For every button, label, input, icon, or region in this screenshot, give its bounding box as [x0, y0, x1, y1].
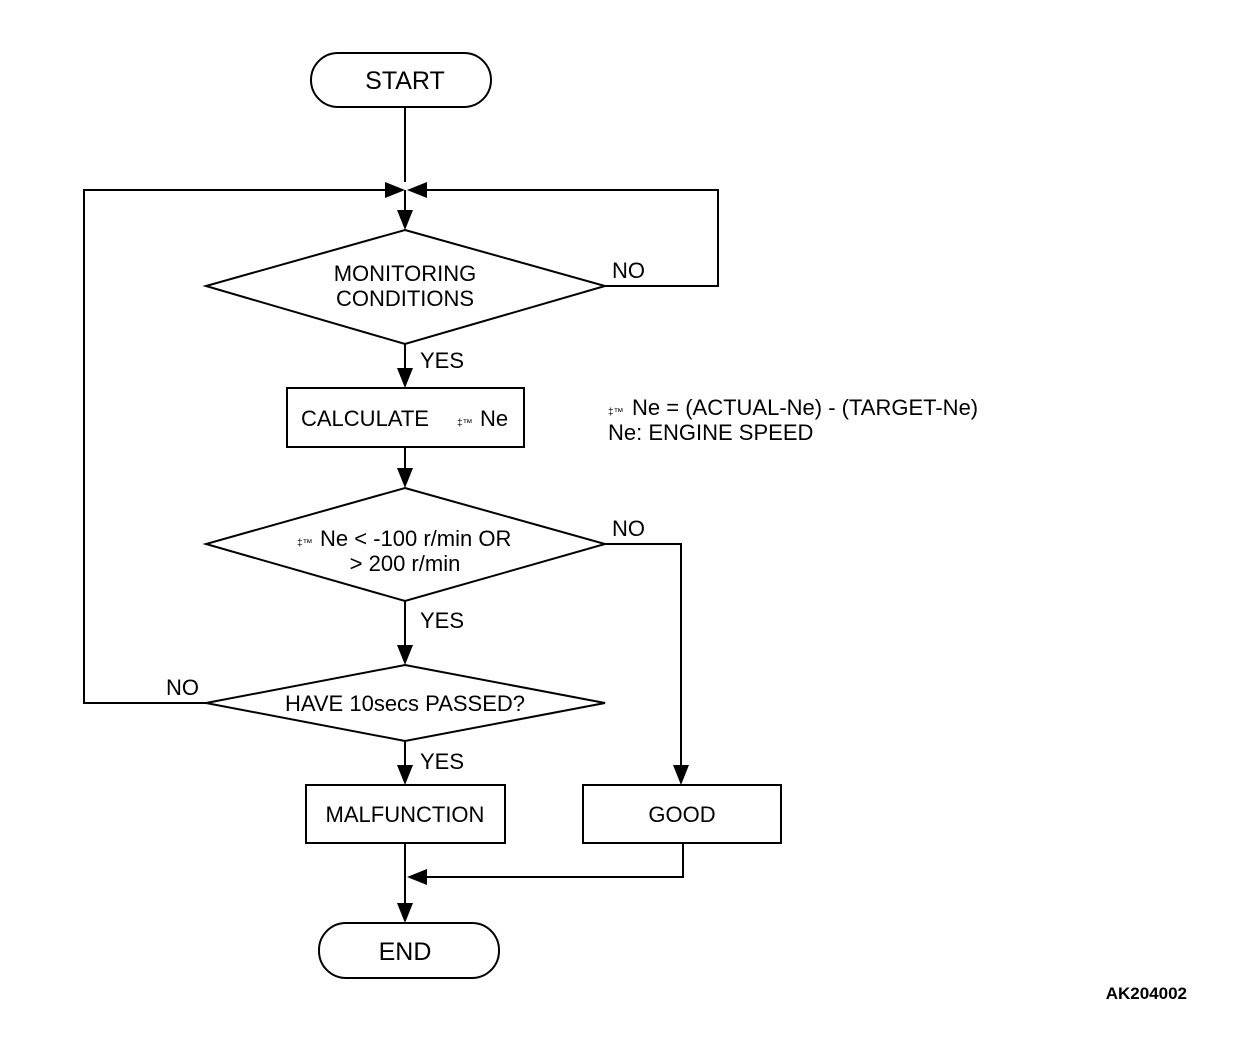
start-node: START: [310, 52, 492, 108]
monitoring-decision: MONITORING CONDITIONS: [202, 228, 609, 346]
passed-label: HAVE 10secs PASSED?: [285, 691, 525, 716]
definition-line: Ne: ENGINE SPEED: [608, 420, 813, 445]
malfunction-label: MALFUNCTION: [326, 802, 485, 827]
arrowhead-to-good: [673, 765, 689, 785]
compare-diamond: [202, 486, 609, 603]
arrowhead-to-calculate: [397, 368, 413, 388]
passed-decision: HAVE 10secs PASSED?: [205, 663, 606, 743]
arrowhead-to-passed: [397, 645, 413, 665]
formula-text: Ne = (ACTUAL-Ne) - (TARGET-Ne): [632, 395, 978, 420]
connector-good-end: [425, 843, 684, 878]
formula-note: ‡™ Ne = (ACTUAL-Ne) - (TARGET-Ne) Ne: EN…: [608, 395, 978, 445]
end-node: END: [318, 922, 500, 979]
compare-no-label: NO: [612, 516, 645, 541]
monitoring-label-line2: CONDITIONS: [336, 286, 474, 311]
compare-label-line2: > 200 r/min: [350, 551, 461, 576]
end-terminal: [318, 922, 500, 979]
calculate-prefix: CALCULATE: [301, 406, 429, 431]
passed-yes-label: YES: [420, 749, 464, 774]
compare-delta-symbol: ‡™: [297, 538, 313, 549]
monitoring-no-label: NO: [612, 258, 645, 283]
arrowhead-to-end: [397, 903, 413, 923]
monitoring-yes-label: YES: [420, 348, 464, 373]
good-process: GOOD: [582, 784, 782, 844]
calculate-label: CALCULATE ‡™ Ne: [301, 406, 508, 431]
compare-label-line1: ‡™ Ne < -100 r/min OR: [297, 526, 511, 551]
arrowhead-to-malfunction: [397, 765, 413, 785]
compare-decision: ‡™ Ne < -100 r/min OR > 200 r/min: [202, 486, 609, 603]
arrowhead-to-compare: [397, 468, 413, 488]
calculate-box: [286, 387, 525, 448]
figure-id: AK204002: [1106, 984, 1187, 1003]
malfunction-process: MALFUNCTION: [305, 784, 506, 844]
start-label: START: [365, 67, 445, 95]
arrowhead-merge-from-left: [385, 182, 405, 198]
passed-no-label: NO: [166, 675, 199, 700]
calculate-process: CALCULATE ‡™ Ne: [286, 387, 525, 448]
malfunction-box: [305, 784, 506, 844]
connector-monitoring-no-loop: [425, 189, 719, 287]
calculate-delta-symbol: ‡™: [457, 418, 473, 429]
formula-delta-symbol: ‡™: [608, 407, 624, 418]
compare-text-line1: Ne < -100 r/min OR: [320, 526, 511, 551]
end-label: END: [379, 938, 432, 966]
arrowheads: [385, 182, 689, 923]
arrowhead-to-end-merge: [407, 869, 427, 885]
connector-passed-no-loop: [83, 189, 385, 704]
branch-labels: NO YES NO YES NO YES: [166, 258, 645, 774]
formula-line: ‡™ Ne = (ACTUAL-Ne) - (TARGET-Ne): [608, 395, 978, 420]
connector-compare-no-good: [605, 543, 682, 766]
passed-diamond: [205, 663, 606, 743]
arrowhead-to-monitoring: [397, 210, 413, 230]
good-box: [582, 784, 782, 844]
compare-yes-label: YES: [420, 608, 464, 633]
connectors: [83, 107, 719, 905]
monitoring-label-line1: MONITORING: [334, 261, 477, 286]
start-terminal: [310, 52, 492, 108]
arrowhead-merge-from-right: [407, 182, 427, 198]
monitoring-diamond: [202, 228, 609, 346]
calculate-suffix: Ne: [480, 406, 508, 431]
good-label: GOOD: [648, 802, 715, 827]
